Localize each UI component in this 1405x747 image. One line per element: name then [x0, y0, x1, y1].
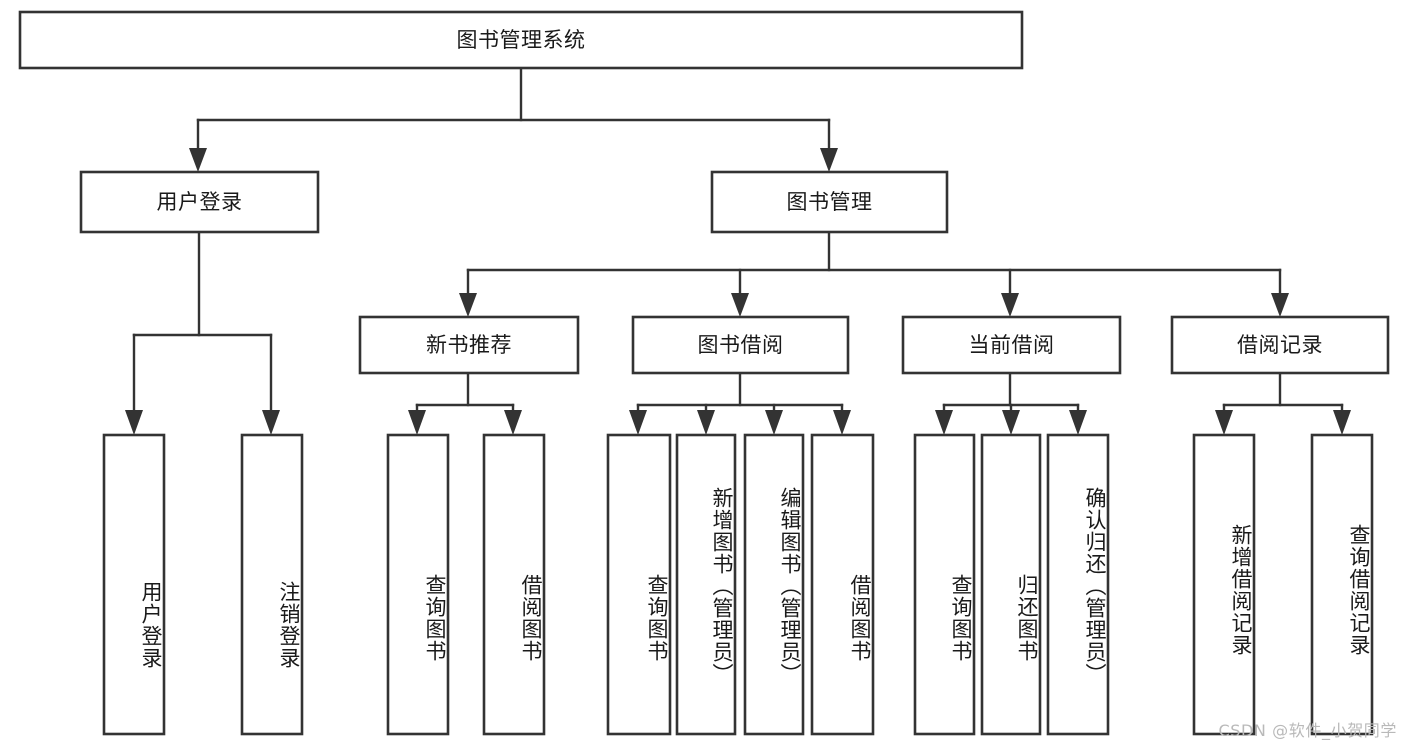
arrowhead-leaf-confirm-return	[1069, 410, 1087, 435]
connector-group-book-manage	[459, 230, 1289, 317]
arrowhead-current-borrow	[1001, 293, 1019, 317]
arrowhead-user-login	[189, 148, 207, 172]
node-box-book-manage[interactable]	[710, 170, 949, 234]
connector-group-new-book-rec	[408, 371, 522, 435]
node-box-leaf-query-book-2[interactable]	[606, 433, 672, 736]
connector-group-borrow-record	[1215, 371, 1351, 435]
arrowhead-leaf-query-book-1	[408, 410, 426, 435]
node-box-current-borrow[interactable]	[901, 315, 1122, 375]
arrowhead-leaf-add-book	[697, 410, 715, 435]
csdn-watermark: CSDN @软件_小贺同学	[1218, 721, 1397, 740]
arrowhead-book-borrow	[731, 293, 749, 317]
arrowhead-leaf-query-record	[1333, 410, 1351, 435]
node-box-root[interactable]	[18, 10, 1024, 70]
arrowhead-new-book-rec	[459, 293, 477, 317]
arrowhead-leaf-edit-book	[765, 410, 783, 435]
node-box-leaf-borrow-book-2[interactable]	[810, 433, 875, 736]
connector-group-current-borrow	[935, 371, 1087, 435]
node-box-borrow-record[interactable]	[1170, 315, 1390, 375]
node-box-book-borrow[interactable]	[631, 315, 850, 375]
node-box-leaf-logout[interactable]	[240, 433, 304, 736]
node-box-leaf-return-book[interactable]	[980, 433, 1042, 736]
node-box-leaf-add-book[interactable]	[675, 433, 737, 736]
connector-group-user-login	[125, 230, 280, 435]
arrowhead-leaf-borrow-book-2	[833, 410, 851, 435]
arrowhead-leaf-return-book	[1002, 410, 1020, 435]
arrowhead-leaf-user-login	[125, 410, 143, 435]
node-box-leaf-query-record[interactable]	[1310, 433, 1374, 736]
node-box-leaf-user-login[interactable]	[102, 433, 166, 736]
arrowhead-leaf-borrow-book-1	[504, 410, 522, 435]
connector-group-root	[189, 66, 838, 172]
node-box-leaf-edit-book[interactable]	[743, 433, 805, 736]
arrowhead-leaf-logout	[262, 410, 280, 435]
node-box-leaf-borrow-book-1[interactable]	[482, 433, 546, 736]
node-box-leaf-confirm-return[interactable]	[1046, 433, 1110, 736]
arrowhead-book-manage	[820, 148, 838, 172]
arrowhead-leaf-query-book-2	[629, 410, 647, 435]
arrowhead-leaf-query-book-3	[935, 410, 953, 435]
node-box-leaf-add-record[interactable]	[1192, 433, 1256, 736]
node-box-leaf-query-book-1[interactable]	[386, 433, 450, 736]
arrowhead-leaf-add-record	[1215, 410, 1233, 435]
node-box-user-login[interactable]	[79, 170, 320, 234]
connector-group-book-borrow	[629, 371, 851, 435]
node-box-leaf-query-book-3[interactable]	[913, 433, 976, 736]
arrowhead-borrow-record	[1271, 293, 1289, 317]
node-box-new-book-rec[interactable]	[358, 315, 580, 375]
